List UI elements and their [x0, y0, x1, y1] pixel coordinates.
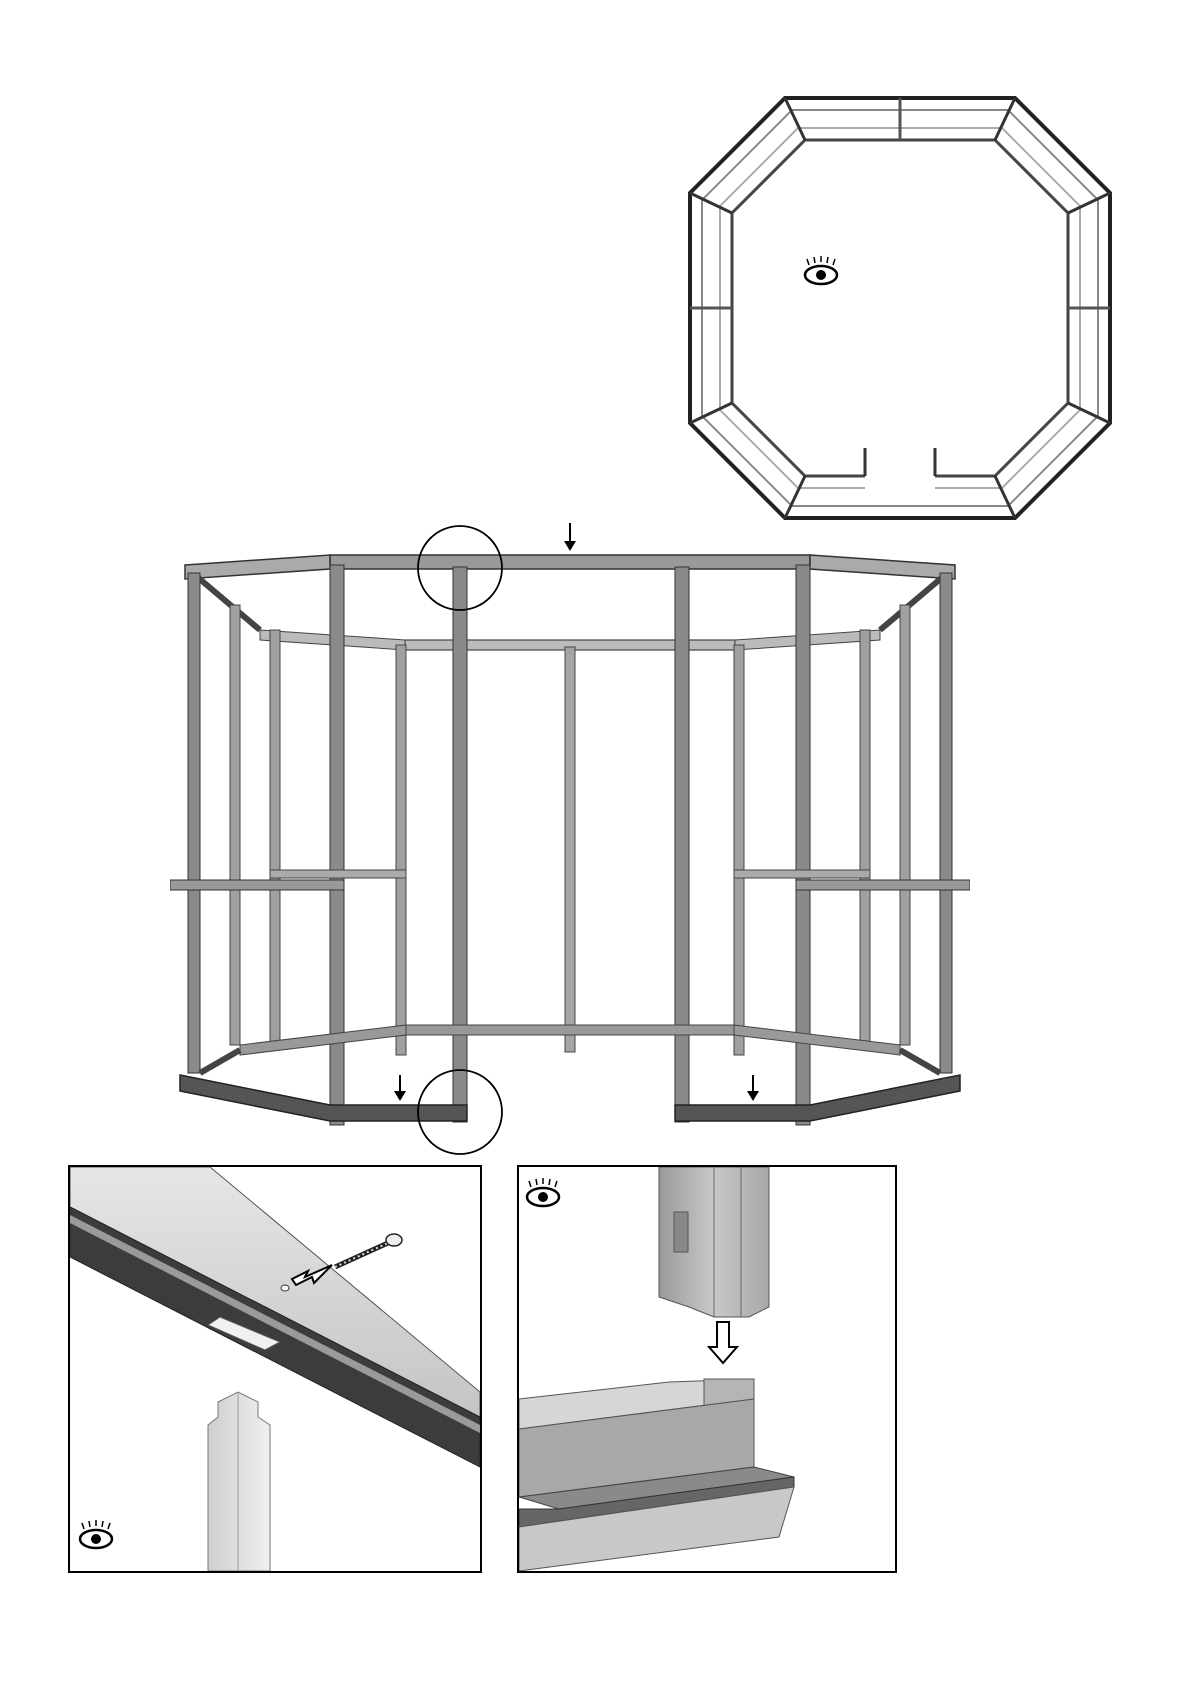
view-eye-icon [805, 256, 837, 284]
detail-post-into-base [517, 1165, 897, 1573]
insert-arrow-icon [709, 1322, 737, 1363]
detail-screw-top-rail [68, 1165, 482, 1573]
front-view-frame-assembly [170, 515, 970, 1155]
view-eye-icon [80, 1520, 112, 1548]
view-eye-icon [527, 1178, 559, 1206]
arrow-down-icon [747, 1075, 759, 1101]
arrow-down-icon [564, 523, 576, 551]
top-view-octagon-frame [680, 88, 1120, 528]
screw-icon [335, 1234, 402, 1267]
arrow-down-icon [394, 1075, 406, 1101]
